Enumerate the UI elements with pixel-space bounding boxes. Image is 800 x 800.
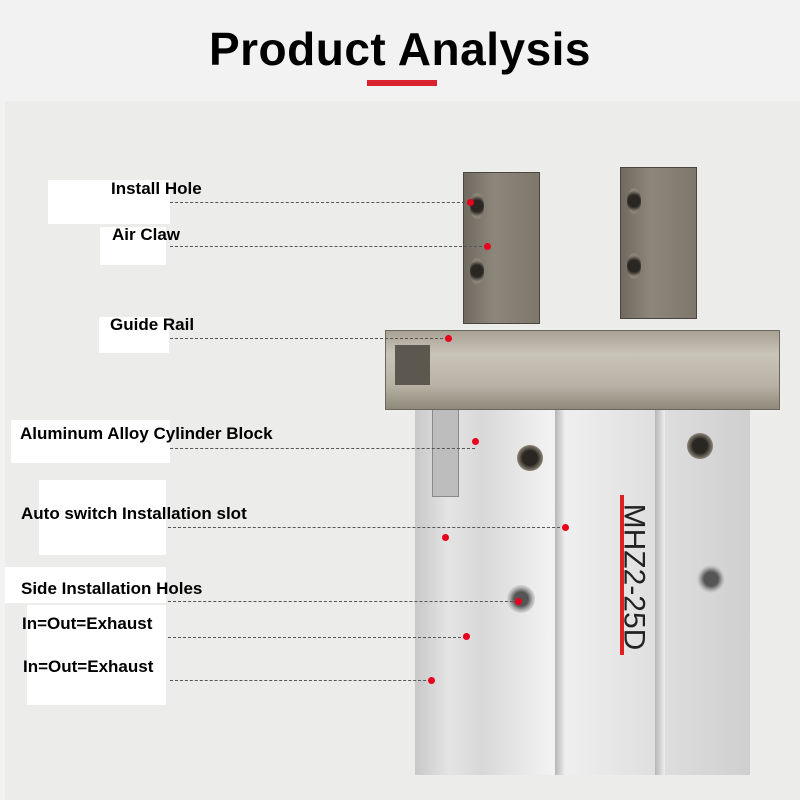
air-claw-left — [463, 172, 540, 324]
guide-rail-plate — [385, 330, 780, 410]
air-claw-right — [620, 167, 697, 319]
page-title: Product Analysis — [208, 23, 592, 75]
marker-dot — [427, 676, 435, 684]
marker-dot — [483, 242, 491, 250]
marker-dot — [561, 523, 569, 531]
marker-dot — [471, 437, 479, 445]
model-marking: MHZ2-25D — [617, 503, 651, 651]
marker-dot — [466, 198, 474, 206]
guide-rail-slot — [395, 345, 430, 385]
marker-dot — [514, 597, 522, 605]
cylinder-block — [415, 395, 750, 775]
side-rail — [432, 405, 459, 497]
marker-dot — [441, 533, 449, 541]
header: Product Analysis — [0, 0, 800, 100]
marker-dot — [462, 632, 470, 640]
marker-dot — [444, 334, 452, 342]
title-underline — [367, 80, 437, 86]
